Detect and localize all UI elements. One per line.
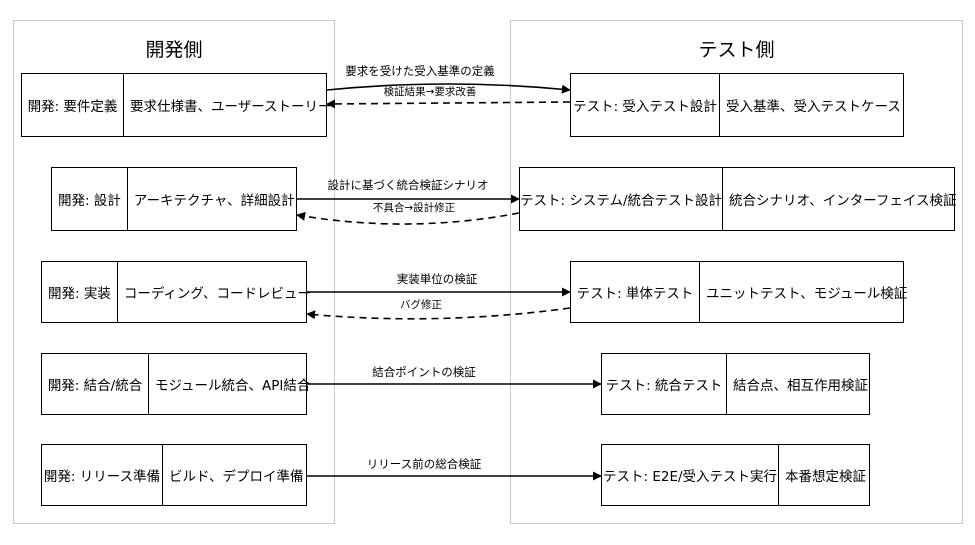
test-node-unit-test: テスト: 単体テスト ユニットテスト、モジュール検証 <box>570 261 907 323</box>
dev-phase-label: 開発: 実装 <box>48 286 111 302</box>
dev-artifact-label: モジュール統合、API結合 <box>148 354 316 414</box>
dev-node-design: 開発: 設計 アーキテクチャ、詳細設計 <box>51 167 297 231</box>
dev-node-implementation: 開発: 実装 コーディング、コードレビュー <box>41 261 311 323</box>
test-node-system-integration-design: テスト: システム/統合テスト設計 統合シナリオ、インターフェイス検証 <box>519 167 956 231</box>
test-lane-title: テスト側 <box>698 39 775 61</box>
dev-artifact-label: コーディング、コードレビュー <box>116 262 317 322</box>
forward-label-design: 設計に基づく統合検証シナリオ <box>327 178 489 192</box>
test-phase-label: テスト: 単体テスト <box>576 286 694 302</box>
forward-label-integration: 結合ポイントの検証 <box>372 365 476 379</box>
test-phase-label: テスト: システム/統合テスト設計 <box>520 193 722 209</box>
test-artifact-label: 受入基準、受入テストケース <box>719 74 907 136</box>
dev-node-release-prep: 開発: リリース準備 ビルド、デプロイ準備 <box>41 444 307 506</box>
dev-lane-title: 開発側 <box>145 39 203 61</box>
feedback-label-design: 不具合→設計修正 <box>372 202 456 214</box>
dev-phase-label: 開発: リリース準備 <box>43 469 161 485</box>
dev-artifact-label: アーキテクチャ、詳細設計 <box>126 168 301 230</box>
dev-phase-label: 開発: 結合/統合 <box>47 378 143 394</box>
test-node-e2e-acceptance: テスト: E2E/受入テスト実行 本番想定検証 <box>601 444 870 506</box>
dev-phase-label: 開発: 要件定義 <box>27 99 118 115</box>
test-phase-label: テスト: 統合テスト <box>605 378 723 394</box>
forward-label-requirements: 要求を受けた受入基準の定義 <box>345 64 495 78</box>
dev-artifact-label: 要求仕様書、ユーザーストーリー <box>123 74 338 136</box>
test-artifact-label: 統合シナリオ、インターフェイス検証 <box>722 168 962 230</box>
dev-phase-label: 開発: 設計 <box>58 193 121 209</box>
forward-label-release: リリース前の総合検証 <box>366 457 482 471</box>
test-artifact-label: 本番想定検証 <box>778 445 872 505</box>
test-artifact-label: 結合点、相互作用検証 <box>726 354 874 414</box>
dev-node-integration: 開発: 結合/統合 モジュール統合、API結合 <box>41 353 310 415</box>
dev-artifact-label: ビルド、デプロイ準備 <box>162 445 309 505</box>
forward-label-implementation: 実装単位の検証 <box>396 272 478 286</box>
dev-node-requirements: 開発: 要件定義 要求仕様書、ユーザーストーリー <box>21 73 332 137</box>
test-node-integration-test: テスト: 統合テスト 結合点、相互作用検証 <box>601 353 870 415</box>
test-phase-label: テスト: E2E/受入テスト実行 <box>602 469 778 485</box>
test-node-acceptance-design: テスト: 受入テスト設計 受入基準、受入テストケース <box>570 73 904 137</box>
test-artifact-label: ユニットテスト、モジュール検証 <box>699 262 913 322</box>
test-phase-label: テスト: 受入テスト設計 <box>573 99 717 115</box>
feedback-label-implementation: バグ修正 <box>400 299 442 311</box>
feedback-label-requirements: 検証結果→要求改善 <box>383 86 477 98</box>
